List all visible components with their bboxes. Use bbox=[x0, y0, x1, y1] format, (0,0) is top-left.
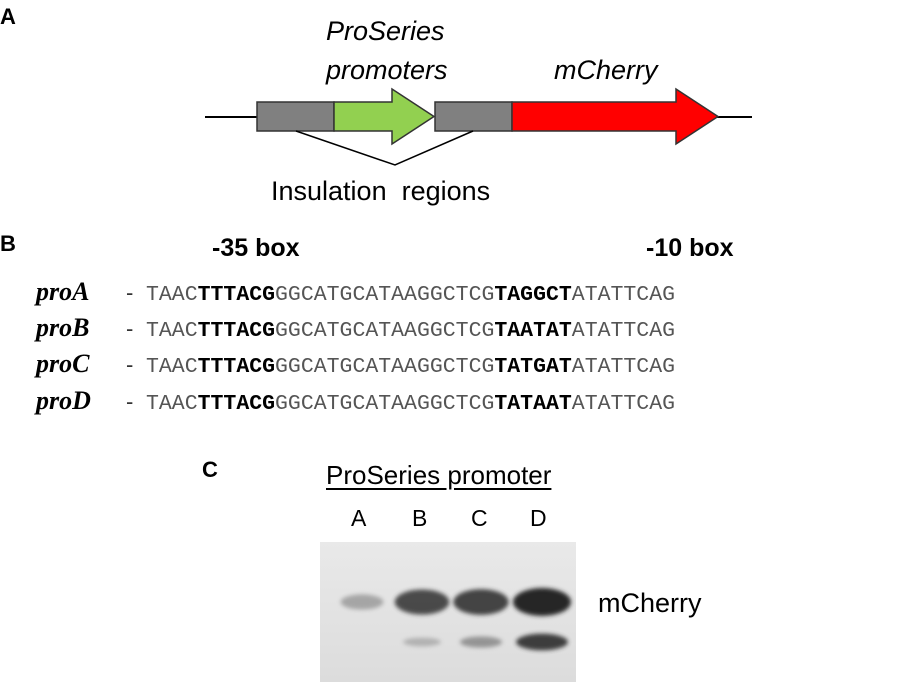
band-lower-lane-b bbox=[403, 637, 441, 647]
promoter-name: proD bbox=[36, 386, 91, 415]
band-lower-lane-d bbox=[516, 633, 568, 651]
sequence-row-prob: proB -TAACTTTACGGGCATGCATAAGGCTCGTAATATAT… bbox=[36, 311, 675, 345]
band-upper-lane-a bbox=[340, 594, 384, 610]
band-upper-lane-b bbox=[394, 589, 450, 615]
insulation-label: Insulation regions bbox=[271, 176, 491, 206]
insulator-region-1 bbox=[256, 101, 335, 132]
sequence-spacer: GGCATGCATAAGGCTCG bbox=[275, 283, 495, 307]
sequence-box10: TATAAT bbox=[494, 392, 572, 416]
promoter-name: proB bbox=[36, 313, 90, 342]
sequence-upstream: TAAC bbox=[146, 283, 198, 307]
sequence-downstream: ATATTCAG bbox=[571, 355, 676, 379]
sequence-upstream: TAAC bbox=[146, 319, 198, 343]
western-blot-image bbox=[320, 542, 576, 682]
panel-label-b: B bbox=[0, 231, 16, 256]
sequence-row-prod: proD -TAACTTTACGGGCATGCATAAGGCTCGTATAATAT… bbox=[36, 384, 675, 418]
sequence-box10: TATGAT bbox=[494, 355, 572, 379]
lane-label-c: C bbox=[471, 505, 488, 531]
sequence-downstream: ATATTCAG bbox=[571, 319, 676, 343]
sequence-box35: TTTACG bbox=[197, 319, 276, 343]
insulation-bracket bbox=[295, 130, 474, 166]
sequence-box35: TTTACG bbox=[197, 392, 276, 416]
band-upper-lane-d bbox=[513, 588, 571, 616]
box35-label: -35 box bbox=[212, 234, 300, 262]
panel-label-a: A bbox=[0, 4, 16, 29]
sequence-box35: TTTACG bbox=[197, 355, 276, 379]
promoter-name: proC bbox=[36, 349, 90, 378]
sequence-row-proa: proA -TAACTTTACGGGCATGCATAAGGCTCGTAGGCTAT… bbox=[36, 275, 675, 309]
box10-label: -10 box bbox=[646, 234, 734, 262]
band-upper-lane-c bbox=[453, 589, 509, 615]
lane-label-d: D bbox=[530, 505, 547, 531]
promoter-arrow bbox=[333, 87, 436, 146]
separator-dash: - bbox=[126, 352, 134, 377]
sequence-downstream: ATATTCAG bbox=[571, 392, 676, 416]
reporter-arrow bbox=[511, 87, 720, 146]
band-lower-lane-c bbox=[459, 636, 503, 648]
sequence-box35: TTTACG bbox=[197, 283, 276, 307]
sequence-spacer: GGCATGCATAAGGCTCG bbox=[275, 355, 495, 379]
separator-dash: - bbox=[126, 389, 134, 414]
promoter-label-line1: ProSeries bbox=[326, 16, 445, 46]
sequence-row-proc: proC -TAACTTTACGGGCATGCATAAGGCTCGTATGATAT… bbox=[36, 347, 675, 381]
sequence-box10: TAATAT bbox=[494, 319, 572, 343]
sequence-spacer: GGCATGCATAAGGCTCG bbox=[275, 392, 495, 416]
reporter-label: mCherry bbox=[554, 55, 658, 85]
sequence-box10: TAGGCT bbox=[494, 283, 572, 307]
construct-diagram bbox=[205, 87, 752, 166]
separator-dash: - bbox=[126, 316, 134, 341]
sequence-upstream: TAAC bbox=[146, 355, 198, 379]
insulator-region-2 bbox=[434, 101, 513, 132]
band-label: mCherry bbox=[598, 588, 702, 618]
separator-dash: - bbox=[126, 280, 134, 305]
panel-label-c: C bbox=[202, 457, 218, 482]
lane-label-a: A bbox=[351, 505, 367, 531]
sequence-upstream: TAAC bbox=[146, 392, 198, 416]
promoter-name: proA bbox=[36, 277, 90, 306]
blot-header: ProSeries promoter bbox=[326, 460, 552, 490]
sequence-downstream: ATATTCAG bbox=[571, 283, 676, 307]
lane-label-b: B bbox=[412, 505, 428, 531]
promoter-label-line2: promoters bbox=[326, 55, 448, 85]
sequence-spacer: GGCATGCATAAGGCTCG bbox=[275, 319, 495, 343]
